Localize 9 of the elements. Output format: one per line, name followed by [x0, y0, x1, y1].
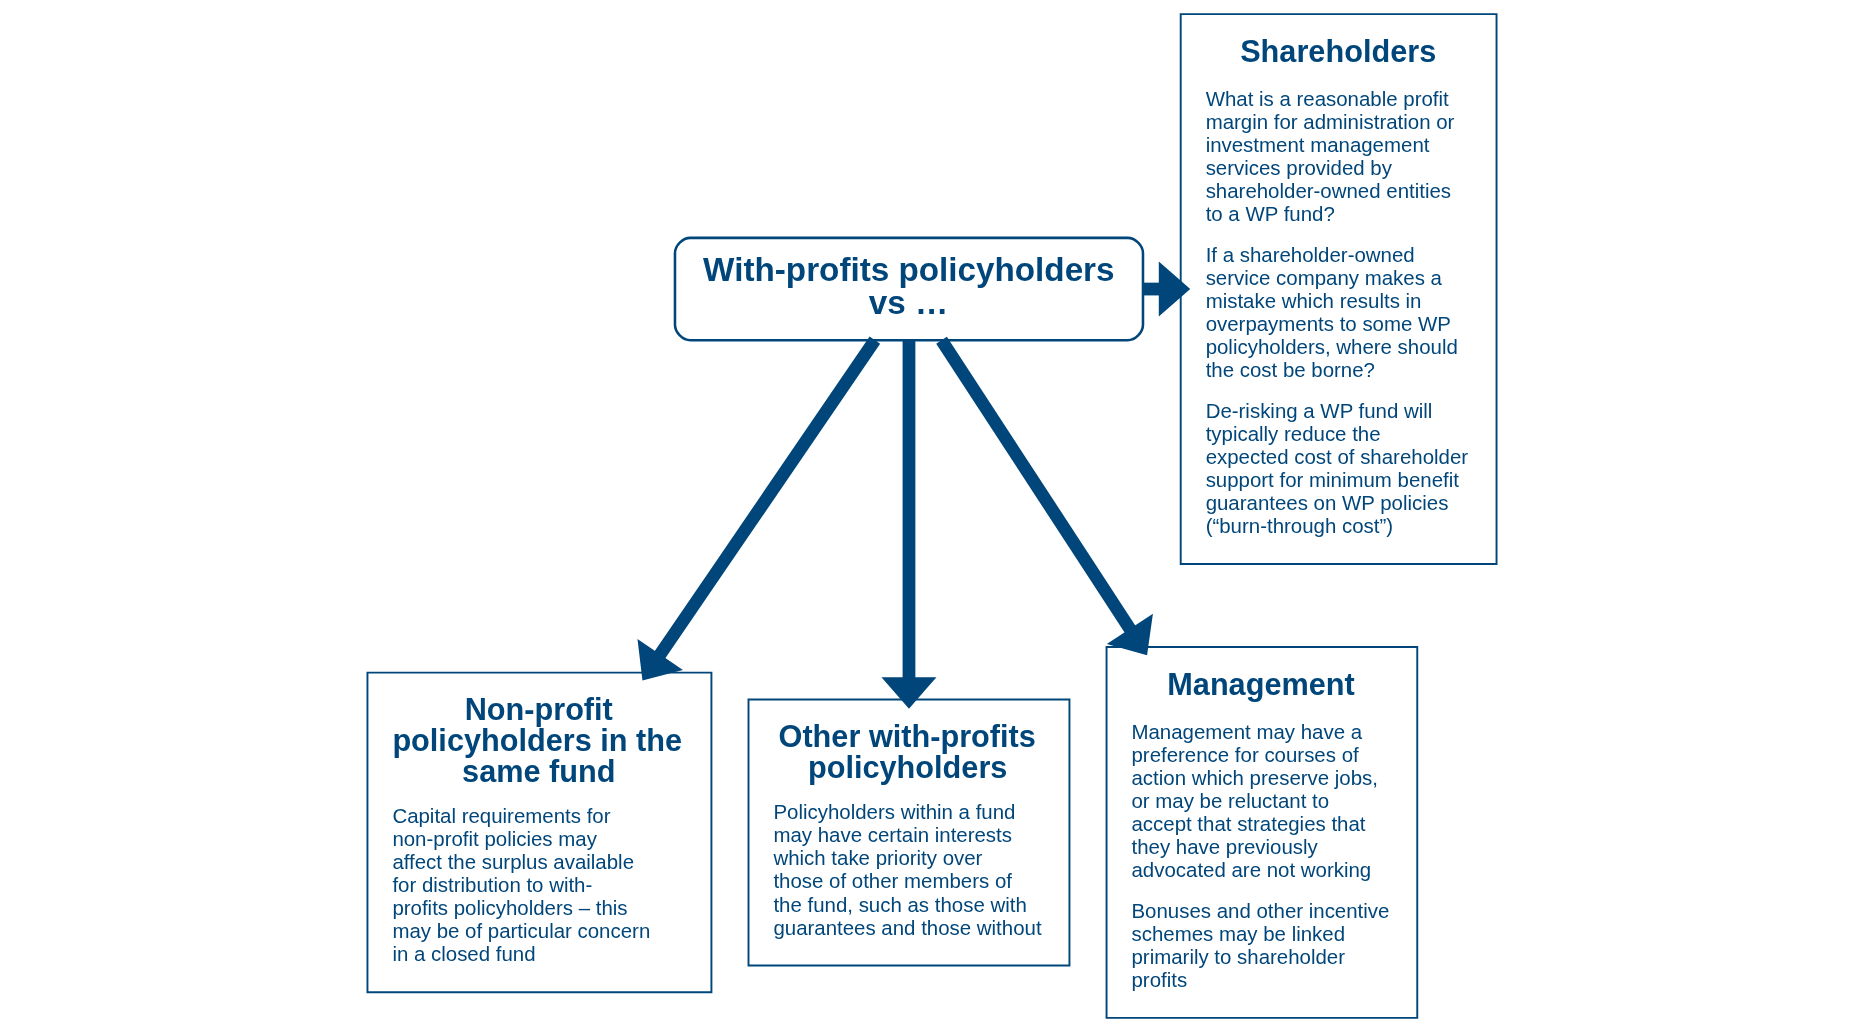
arrow — [935, 336, 1153, 655]
node-box: Other with-profits policyholders Policyholders within a fund may have certain interests which take priority over those of other members of the fund, such as those with guarantees and those without — [747, 698, 1070, 966]
node-box: Non-profit policyholders in the same fund Capital requirements for non-profit policies may affect the surplus available for distribution to with-profits policyholders – this may be of particular concern in a closed fund — [366, 671, 712, 993]
node-box: Management Management may have a preference for courses of action which preserve jobs, or may be reluctant to accept that strategies that they have previously advocated are not working Bonuses and other incentive schemes may be linked primarily to shareholder profits — [1105, 645, 1418, 1019]
node-box: Shareholders What is a reasonable profit margin for administration or investment management services provided by shareholder-owned entities to a WP fund? If a shareholder-owned service company makes a mistake which results in overpayments to some WP policyholders, where should the cost be borne? De-risking a WP fund will typically reduce the expected cost of shareholder support for minimum benefit guarantees on WP policies (“burn-through cost”) — [1179, 12, 1497, 565]
node-box: With-profits policyholders vs … — [673, 236, 1144, 341]
arrow — [1142, 261, 1190, 317]
arrow — [637, 336, 880, 680]
arrow — [880, 339, 936, 709]
